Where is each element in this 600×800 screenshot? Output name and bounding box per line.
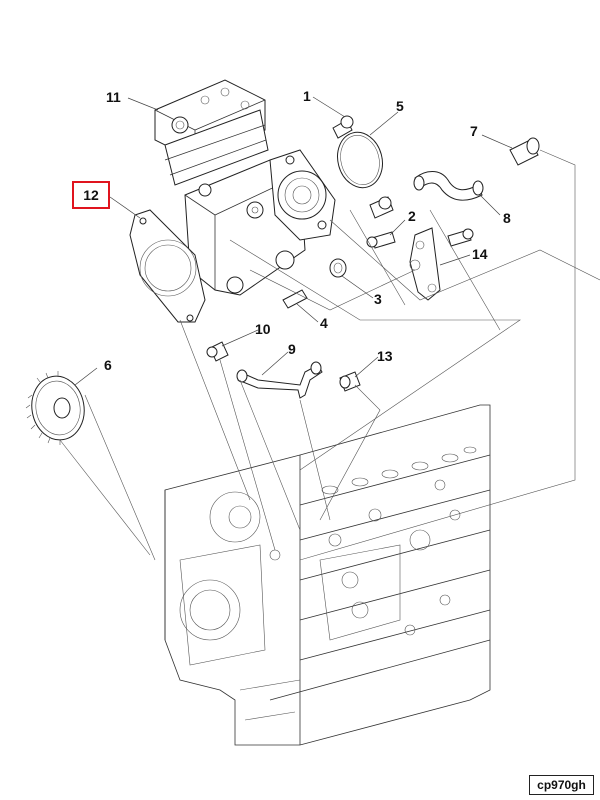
engine-block [164, 404, 491, 746]
fitting-part-10 [206, 341, 229, 362]
bolt-part-2 [366, 228, 474, 249]
callout-10: 10 [255, 321, 271, 337]
o-ring-part-5 [337, 131, 383, 189]
callout-9: 9 [288, 341, 296, 357]
callout-7: 7 [470, 123, 478, 139]
mounting-flange [269, 149, 336, 241]
drawing-code-label: cp970gh [529, 775, 594, 795]
tube-part-8 [413, 171, 484, 201]
drive-gear-part-6 [25, 371, 85, 445]
callout-11: 11 [106, 89, 121, 105]
callout-5: 5 [396, 98, 404, 114]
callout-4: 4 [320, 315, 328, 331]
fitting-part-5-connector [369, 196, 394, 219]
tube-part-9 [236, 361, 323, 399]
gasket-part-12 [129, 209, 206, 323]
nut-part-3 [329, 258, 347, 278]
callout-2: 2 [408, 208, 416, 224]
leader-lines [59, 96, 600, 561]
highlighted-callout-12[interactable]: 12 [72, 181, 110, 209]
dowel-part-4 [282, 289, 308, 309]
elbow-fitting-part-7 [509, 137, 540, 166]
callout-6: 6 [104, 357, 112, 373]
callout-14: 14 [472, 246, 488, 262]
callout-8: 8 [503, 210, 511, 226]
air-compressor-head [154, 79, 269, 186]
bracket-part-14 [409, 227, 441, 301]
bolt-part-1 [332, 115, 354, 139]
callout-13: 13 [377, 348, 393, 364]
callout-3: 3 [374, 291, 382, 307]
callout-1: 1 [303, 88, 311, 104]
